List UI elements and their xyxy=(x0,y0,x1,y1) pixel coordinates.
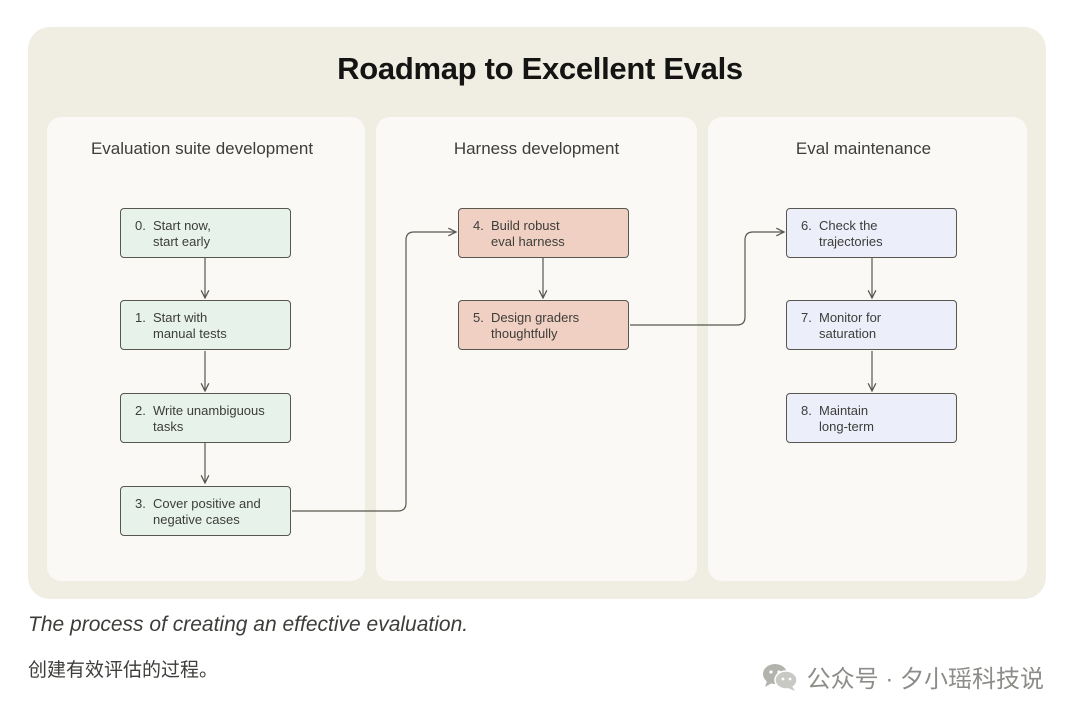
step-text-line: long-term xyxy=(819,419,874,434)
step-text-line: manual tests xyxy=(153,326,227,341)
column-title-evaluation-suite: Evaluation suite development xyxy=(90,139,314,158)
watermark-text: 公众号 · 夕小瑶科技说 xyxy=(806,666,1044,693)
step-number: 5. xyxy=(473,310,484,325)
arrow-3-to-4 xyxy=(292,232,456,512)
step-text-line: negative cases xyxy=(153,512,240,527)
step-text-line: tasks xyxy=(153,419,184,434)
caption-english: The process of creating an effective eva… xyxy=(28,613,469,636)
step-number: 3. xyxy=(135,496,146,511)
caption-chinese: 创建有效评估的过程。 xyxy=(28,660,219,681)
step-number: 7. xyxy=(801,310,812,325)
step-text-line: thoughtfully xyxy=(491,326,558,341)
step-0-start-now: 0. Start now,start early xyxy=(120,208,291,258)
wechat-icon xyxy=(762,663,798,691)
column-title-harness: Harness development xyxy=(453,139,620,158)
diagram-title: Roadmap to Excellent Evals xyxy=(337,51,743,86)
step-text-line: Build robust xyxy=(491,218,560,233)
step-text-line: eval harness xyxy=(491,234,565,249)
column-title-maintenance: Eval maintenance xyxy=(795,139,932,158)
step-number: 1. xyxy=(135,310,146,325)
step-text-line: Write unambiguous xyxy=(153,403,265,418)
step-text-line: Cover positive and xyxy=(153,496,261,511)
step-text-line: Start now, xyxy=(153,218,211,233)
step-text-line: Start with xyxy=(153,310,208,325)
step-number: 0. xyxy=(135,218,146,233)
step-text-line: start early xyxy=(153,234,211,249)
step-number: 6. xyxy=(801,218,812,233)
step-text-line: trajectories xyxy=(819,234,883,249)
arrow-5-to-6 xyxy=(630,232,784,326)
step-text-line: Design graders xyxy=(491,310,580,325)
step-number: 4. xyxy=(473,218,484,233)
step-text-line: Maintain xyxy=(819,403,869,418)
step-text-line: Monitor for xyxy=(819,310,882,325)
step-text-line: Check the xyxy=(819,218,878,233)
step-number: 8. xyxy=(801,403,812,418)
watermark: 公众号 · 夕小瑶科技说 xyxy=(761,659,1044,694)
step-text-line: saturation xyxy=(819,326,877,341)
step-number: 2. xyxy=(135,403,146,418)
